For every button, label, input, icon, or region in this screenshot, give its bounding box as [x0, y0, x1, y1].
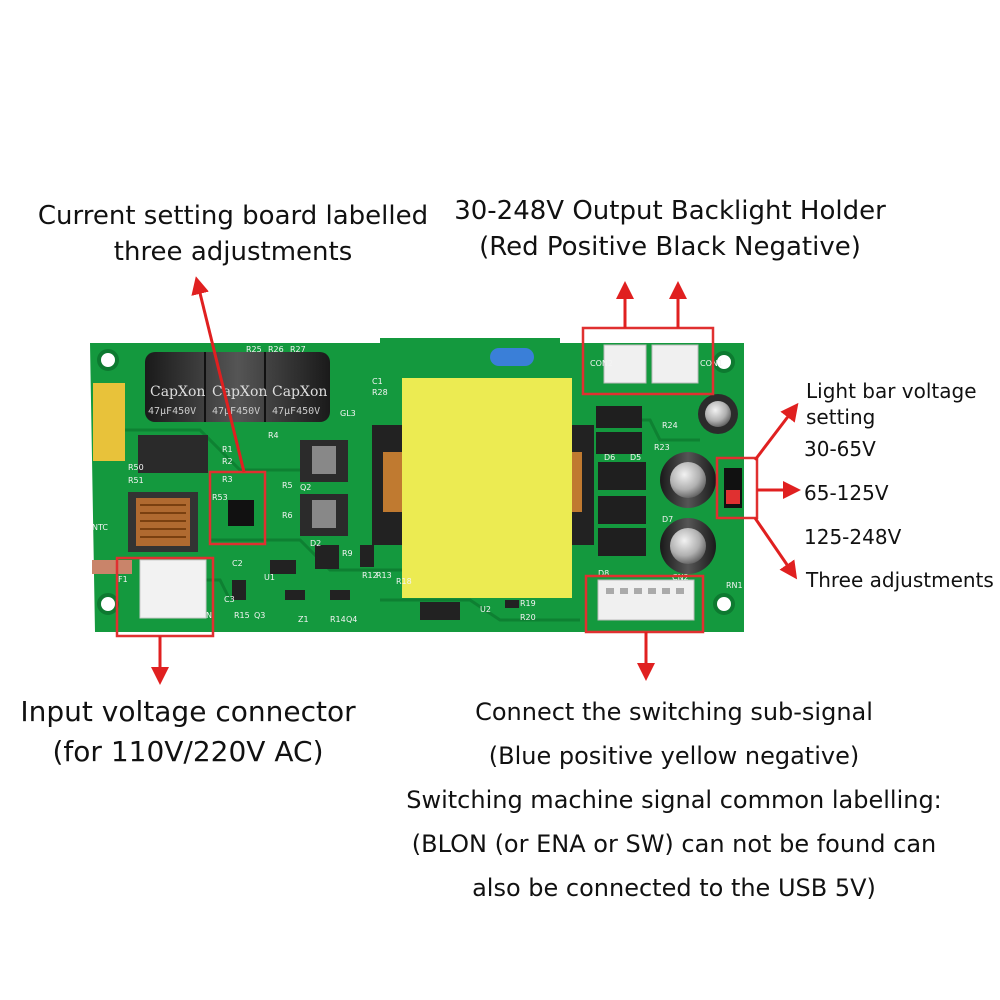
svg-text:R9: R9	[342, 549, 353, 558]
arrow-current-board	[191, 276, 246, 473]
transformer	[372, 378, 594, 598]
svg-text:R53: R53	[212, 493, 228, 502]
mount-hole-br	[713, 593, 735, 615]
input-connector-annotation: Input voltage connector (for 110V/220V A…	[0, 692, 376, 772]
mount-hole-tl	[97, 349, 119, 371]
svg-text:R15: R15	[234, 611, 250, 620]
three-adjustments-label: Three adjustments	[806, 568, 994, 592]
svg-text:Q2: Q2	[300, 483, 311, 492]
output-holder-line2: (Red Positive Black Negative)	[479, 232, 861, 262]
svg-text:R50: R50	[128, 463, 144, 472]
svg-text:D7: D7	[662, 515, 673, 524]
svg-text:R12: R12	[362, 571, 378, 580]
svg-text:U1: U1	[264, 573, 275, 582]
svg-text:Z1: Z1	[298, 615, 309, 624]
svg-text:U2: U2	[480, 605, 491, 614]
svg-text:R20: R20	[520, 613, 536, 622]
range-mid-label: 65-125V	[804, 481, 889, 505]
svg-text:Q4: Q4	[346, 615, 357, 624]
svg-text:N: N	[206, 611, 212, 620]
arrow-range-high	[753, 517, 798, 580]
svg-text:R6: R6	[282, 511, 293, 520]
current-board-line2: three adjustments	[113, 237, 353, 267]
svg-text:D8: D8	[598, 569, 609, 578]
svg-text:R18: R18	[396, 577, 412, 586]
svg-text:CON1: CON1	[700, 359, 723, 368]
light-bar-line1: Light bar voltage	[806, 379, 977, 403]
input-connector-line1: Input voltage connector	[20, 695, 356, 728]
svg-text:Q3: Q3	[254, 611, 265, 620]
range-low-label: 30-65V	[804, 437, 876, 461]
svg-text:RN1: RN1	[726, 581, 743, 590]
input-connector-line2: (for 110V/220V AC)	[52, 735, 324, 768]
output-holder-annotation: 30-248V Output Backlight Holder (Red Pos…	[440, 193, 900, 265]
voltage-jumper-highlight	[715, 456, 759, 520]
svg-text:GL3: GL3	[340, 409, 356, 418]
svg-text:CON2: CON2	[590, 359, 613, 368]
svg-text:CN2: CN2	[672, 573, 689, 582]
svg-text:R19: R19	[520, 599, 536, 608]
current-board-line1: Current setting board labelled	[37, 201, 429, 231]
output-holder-highlight	[581, 326, 715, 396]
svg-text:R1: R1	[222, 445, 233, 454]
switch-signal-line5: also be connected to the USB 5V)	[472, 874, 876, 902]
svg-text:D2: D2	[310, 539, 321, 548]
bridge-rectifier	[138, 435, 208, 473]
input-connector-highlight	[115, 556, 215, 638]
svg-text:C2: C2	[232, 559, 243, 568]
svg-text:NTC: NTC	[92, 523, 108, 532]
bulk-capacitor: CapXon CapXon CapXon 47µF450V 47µF450V 4…	[145, 352, 330, 422]
cap-brand-3: CapXon	[272, 384, 327, 400]
fuse	[92, 560, 132, 574]
svg-text:R51: R51	[128, 476, 144, 485]
mount-hole-bl	[97, 593, 119, 615]
switch-signal-line3: Switching machine signal common labellin…	[406, 786, 942, 814]
svg-text:R25: R25	[246, 345, 262, 354]
current-jumper-header	[228, 500, 254, 526]
y-capacitor	[490, 348, 534, 366]
svg-text:R5: R5	[282, 481, 293, 490]
switch-signal-line4: (BLON (or ENA or SW) can not be found ca…	[411, 830, 937, 858]
switch-signal-annotation: Connect the switching sub-signal (Blue p…	[380, 690, 968, 910]
arrow-range-low	[753, 402, 799, 461]
cap-rating-2: 47µF450V	[212, 406, 260, 417]
svg-text:R26: R26	[268, 345, 284, 354]
current-board-annotation: Current setting board labelled three adj…	[0, 198, 466, 270]
svg-text:C1: C1	[372, 377, 383, 386]
output-connector-1	[603, 344, 647, 384]
switch-signal-line2: (Blue positive yellow negative)	[488, 742, 860, 770]
svg-text:D5: D5	[630, 453, 641, 462]
svg-text:R3: R3	[222, 475, 233, 484]
svg-text:D6: D6	[604, 453, 615, 462]
svg-text:R28: R28	[372, 388, 388, 397]
svg-text:R13: R13	[376, 571, 392, 580]
cap-rating-3: 47µF450V	[272, 406, 320, 417]
range-high-label: 125-248V	[804, 525, 902, 549]
cap-brand-2: CapXon	[212, 384, 267, 400]
output-connector-2	[651, 344, 699, 384]
svg-text:R27: R27	[290, 345, 306, 354]
switch-signal-line1: Connect the switching sub-signal	[475, 698, 873, 726]
output-holder-line1: 30-248V Output Backlight Holder	[454, 196, 886, 226]
common-mode-choke	[128, 492, 198, 552]
svg-text:R24: R24	[662, 421, 678, 430]
svg-text:R4: R4	[268, 431, 279, 440]
mount-hole-tr	[713, 351, 735, 373]
current-board-highlight	[208, 470, 267, 546]
svg-text:R2: R2	[222, 457, 233, 466]
input-connector-body	[139, 559, 207, 619]
svg-text:F1: F1	[118, 575, 128, 584]
svg-text:R23: R23	[654, 443, 670, 452]
signal-connector	[597, 579, 695, 621]
svg-text:R14: R14	[330, 615, 346, 624]
cap-rating-1: 47µF450V	[148, 406, 196, 417]
cap-brand-1: CapXon	[150, 384, 205, 400]
svg-text:C3: C3	[224, 595, 235, 604]
light-bar-annotation: Light bar voltage setting	[806, 378, 977, 430]
x-capacitor	[93, 383, 125, 461]
light-bar-line2: setting	[806, 405, 876, 429]
